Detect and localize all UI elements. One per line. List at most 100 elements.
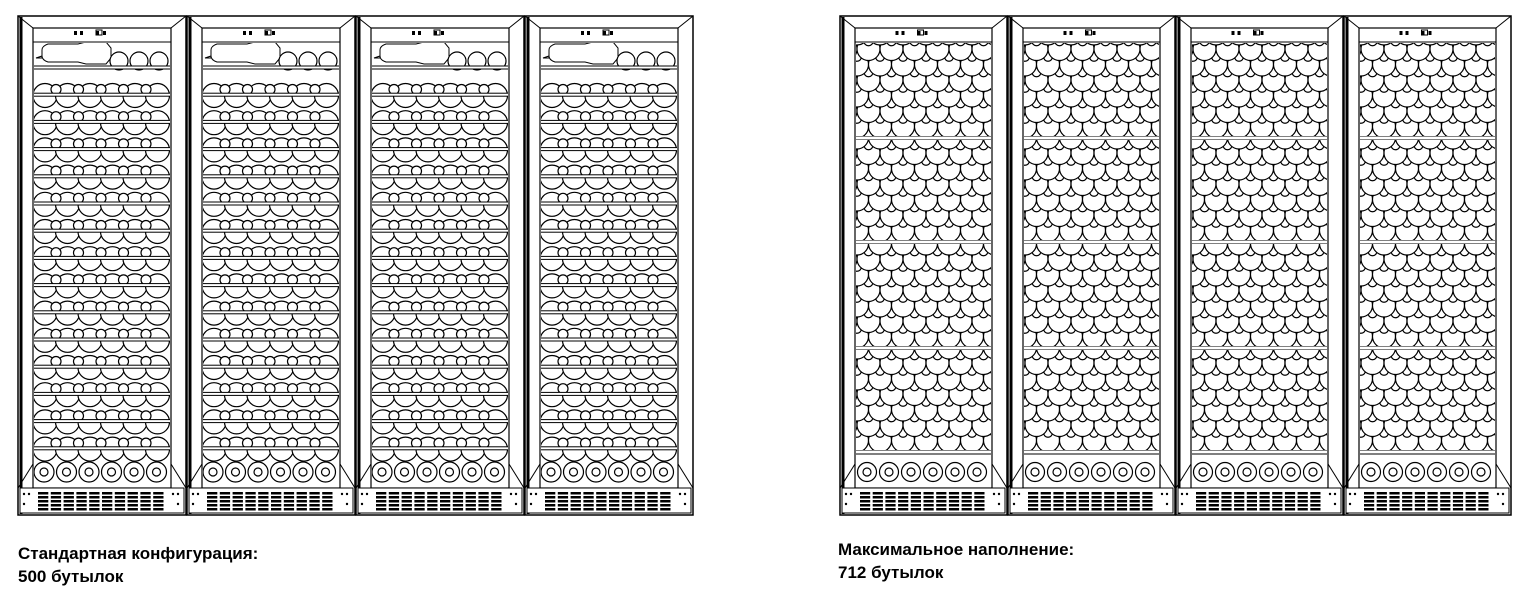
bottle-icon bbox=[1254, 43, 1270, 46]
bottle-icon bbox=[1296, 350, 1320, 360]
cabinet-side-edge bbox=[1345, 17, 1349, 514]
shelf bbox=[34, 310, 170, 315]
bottle-end-inner bbox=[1198, 467, 1208, 477]
grille-slot bbox=[974, 504, 985, 507]
grille-slot bbox=[609, 496, 620, 499]
grille-slot bbox=[153, 504, 164, 507]
shelf bbox=[203, 228, 339, 233]
grille-slot bbox=[401, 504, 412, 507]
control-button-icon bbox=[441, 31, 444, 35]
grille-slot bbox=[376, 492, 387, 495]
grille-slot bbox=[647, 508, 658, 511]
bottle-end-inner bbox=[106, 467, 117, 477]
grille-slot bbox=[140, 500, 151, 503]
bottle-stack bbox=[1192, 43, 1327, 136]
grille-slot bbox=[1028, 500, 1039, 503]
grille-slot bbox=[1028, 492, 1039, 495]
ventilation-grille bbox=[1177, 487, 1342, 514]
control-button-icon bbox=[924, 31, 928, 35]
grille-slot bbox=[1091, 496, 1102, 499]
grille-slot bbox=[1234, 508, 1245, 511]
grille-slot bbox=[1116, 508, 1128, 511]
bottle-end-inner bbox=[39, 467, 49, 477]
grille-slot bbox=[948, 504, 960, 507]
grille-slot bbox=[596, 492, 607, 495]
grille-slot bbox=[1310, 508, 1321, 511]
grille-slot bbox=[872, 504, 883, 507]
bottle-end-inner bbox=[884, 467, 894, 477]
bottle-neck-icon bbox=[955, 43, 966, 47]
bottle-icon bbox=[1277, 43, 1293, 46]
bottle-end-inner bbox=[906, 467, 916, 477]
screw-icon bbox=[1165, 492, 1169, 496]
bottle-icon bbox=[1227, 350, 1251, 360]
bottle-icon bbox=[867, 244, 893, 256]
bottle-end-inner bbox=[129, 467, 139, 477]
shelf bbox=[372, 201, 508, 206]
grille-slot bbox=[465, 500, 476, 503]
control-button-icon bbox=[1260, 31, 1264, 35]
frame-bevel-line bbox=[1343, 15, 1360, 29]
grille-slot bbox=[583, 492, 594, 495]
bottle-icon bbox=[1128, 350, 1152, 360]
bottle-icon bbox=[982, 244, 991, 255]
grille-slot bbox=[1028, 496, 1039, 499]
wine-cabinet bbox=[1007, 15, 1176, 516]
bottle-icon bbox=[1418, 140, 1442, 150]
bottle-neck-icon bbox=[1031, 43, 1042, 47]
grille-slot bbox=[898, 508, 909, 511]
grille-slot bbox=[885, 500, 896, 503]
grille-slot bbox=[1284, 504, 1296, 507]
grille-slot bbox=[923, 508, 934, 511]
grille-slot bbox=[545, 492, 556, 495]
bottle-end-inner bbox=[1286, 467, 1296, 477]
control-button-icon bbox=[1428, 31, 1432, 35]
screw-icon bbox=[1328, 492, 1332, 496]
grille-slot bbox=[961, 504, 972, 507]
grille-slot bbox=[1040, 500, 1051, 503]
frame-bevel-line bbox=[508, 463, 525, 489]
grille-slot bbox=[1078, 508, 1089, 511]
shelf bbox=[541, 174, 677, 179]
grille-slot bbox=[948, 496, 960, 499]
grille-slot bbox=[910, 496, 921, 499]
bottle-neck-icon bbox=[1291, 43, 1302, 47]
grille-slot bbox=[127, 492, 138, 495]
ventilation-grille bbox=[188, 487, 354, 514]
control-button-icon bbox=[610, 31, 613, 35]
frame-bevel-line bbox=[524, 463, 541, 489]
bottle-icon bbox=[1040, 43, 1056, 46]
grille-slot bbox=[1272, 496, 1283, 499]
grille-slot bbox=[583, 500, 594, 503]
grille-slot bbox=[258, 500, 269, 503]
shelf bbox=[1024, 239, 1159, 245]
grille-slot bbox=[1116, 500, 1128, 503]
cabinet-interior bbox=[541, 43, 677, 483]
grille-slot bbox=[621, 492, 633, 495]
grille-slot bbox=[1427, 504, 1438, 507]
ventilation-grille bbox=[841, 487, 1006, 514]
shelf bbox=[541, 283, 677, 288]
grille-slot bbox=[1104, 504, 1115, 507]
grille-slot bbox=[1196, 508, 1207, 511]
grille-slot bbox=[427, 504, 438, 507]
shelf bbox=[203, 119, 339, 124]
grille-slot bbox=[1246, 504, 1257, 507]
screw-icon bbox=[1496, 492, 1500, 496]
bottle-icon bbox=[1487, 140, 1495, 149]
bottle-icon bbox=[1360, 244, 1374, 256]
ventilation-grille bbox=[1345, 487, 1510, 514]
grille-slot bbox=[89, 496, 100, 499]
grille-slot bbox=[923, 492, 934, 495]
grille-slot bbox=[1478, 508, 1489, 511]
grille-slot bbox=[1414, 504, 1425, 507]
grille-slot bbox=[1129, 492, 1140, 495]
grille-slot bbox=[660, 508, 671, 511]
bottle-neck-icon bbox=[1518, 83, 1527, 92]
grille-slot bbox=[153, 492, 164, 495]
grille-slot bbox=[609, 504, 620, 507]
grille-slot bbox=[634, 504, 645, 507]
grille-slot bbox=[38, 508, 49, 511]
bottle-end-inner bbox=[320, 467, 331, 477]
grille-slot bbox=[1414, 500, 1425, 503]
